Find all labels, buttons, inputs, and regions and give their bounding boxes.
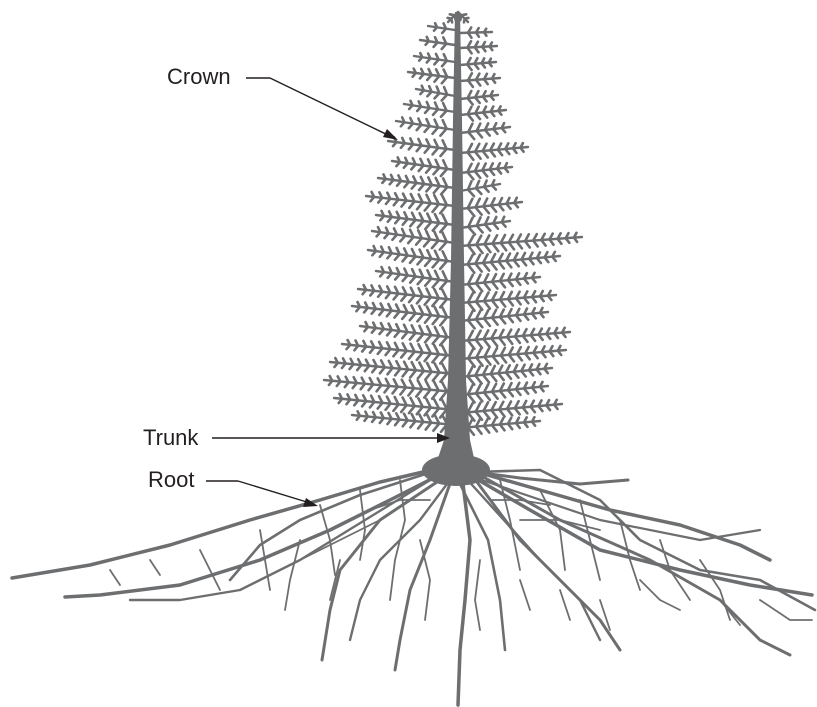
crown-frond [414,53,455,66]
crown-frond [416,86,455,101]
root-branch [560,590,570,620]
crown-frond [460,91,498,105]
root-branch [360,490,365,560]
crown-frond [460,28,492,38]
root-branch [110,570,120,585]
root-branch [475,560,480,630]
crown-frond [460,143,528,160]
root-branch [520,580,530,610]
crown-frond [460,106,506,120]
crown-leader-diagonal [270,78,392,137]
crown-frond [366,192,455,213]
root-branch [720,600,740,625]
crown-frond [378,174,455,194]
crown-frond [460,58,496,70]
crown-frond [460,417,540,435]
root-branch [640,580,680,610]
root-branch [350,480,450,640]
crown-frond [392,157,455,176]
crown-frond [368,246,455,269]
root-system [12,454,815,705]
root-branch [200,550,220,590]
crown-frond [460,273,540,293]
crown-frond [330,358,455,382]
crown-frond [460,382,548,403]
crown-frond [460,180,500,196]
crown-frond [460,217,510,235]
trunk-label: Trunk [143,427,198,449]
crown-frond [460,308,548,329]
crown-frond [460,41,497,53]
crown-frond [460,198,522,216]
crown-frond [396,117,455,135]
crown-frond [460,233,582,254]
root-label: Root [148,469,194,491]
crown-frond [428,23,455,33]
crown-frond [460,73,500,87]
root-branch [285,540,300,610]
root-leader-diagonal [238,481,310,503]
root-branch [458,476,470,705]
crown-frond [352,411,455,432]
root-branch [130,474,440,600]
crown-frond [460,163,512,179]
crown-frond [460,123,510,139]
root-branch [65,472,445,597]
crown-frond [408,69,455,84]
crown-frond [460,346,566,367]
root-branch [150,560,160,575]
crown-frond [352,302,455,325]
crown-label: Crown [167,66,231,88]
crown-arrowhead [383,129,398,140]
crown-frond [420,37,455,49]
crown-frond [404,101,455,117]
crown-frond [388,137,455,156]
